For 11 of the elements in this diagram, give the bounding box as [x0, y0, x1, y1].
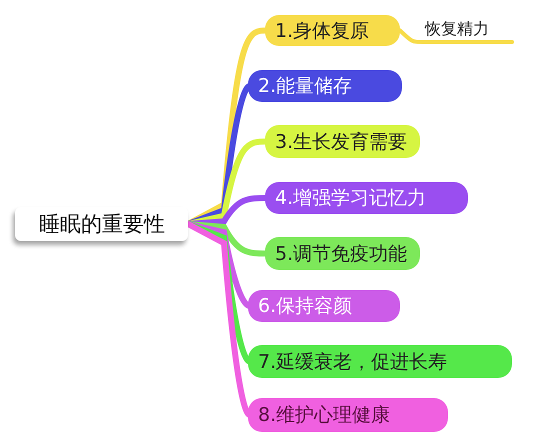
- topic-box: 睡眠的重要性: [15, 207, 188, 241]
- topic-box: 1.身体复原: [265, 15, 400, 46]
- topic-box: 8.维护心理健康: [248, 398, 448, 432]
- topic-box: 7.延缓衰老，促进长寿: [248, 345, 512, 378]
- topic-box: 2.能量储存: [248, 70, 402, 102]
- topic-box: 3.生长发育需要: [265, 125, 420, 158]
- topic-box: 5.调节免疫功能: [265, 237, 420, 270]
- topic-box: 4.增强学习记忆力: [265, 182, 468, 214]
- connector-line: [398, 28, 514, 44]
- topic-box: 6.保持容颜: [248, 290, 400, 322]
- subtopic-text: 恢复精力: [425, 18, 501, 40]
